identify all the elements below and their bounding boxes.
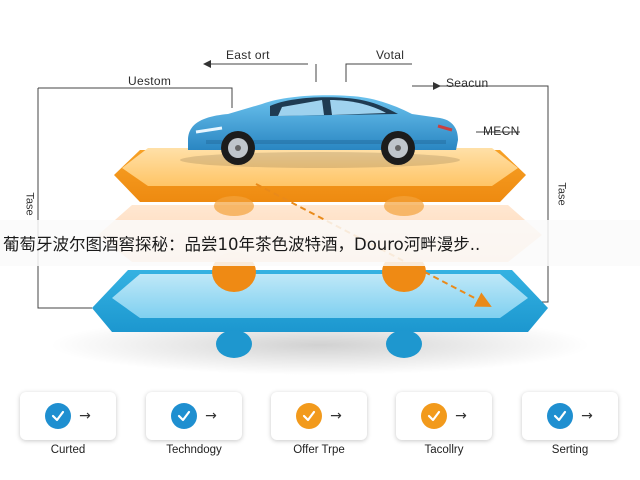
check-icon (45, 403, 72, 429)
callout-east-ort: East ort (226, 48, 270, 62)
side-label-left: Tase (23, 192, 36, 216)
check-icon (296, 403, 323, 429)
callout-uestom: Uestom (128, 74, 172, 88)
arrow-right-icon: → (581, 408, 593, 424)
callout-votal: Votal (376, 48, 405, 62)
side-label-right: Tase (555, 182, 568, 206)
step-label-1: Curted (50, 444, 86, 456)
step-label-2: Techndogy (166, 444, 222, 456)
callout-seacun: Seacun (446, 76, 489, 90)
step-card-4[interactable]: → (396, 392, 492, 440)
step-card-3[interactable]: → (271, 392, 367, 440)
step-card-2[interactable]: → (146, 392, 242, 440)
arrow-right-icon: → (79, 408, 91, 424)
arrow-right-icon: → (205, 408, 217, 424)
step-label-4: Tacollry (424, 444, 464, 456)
check-icon (547, 403, 574, 429)
arrow-right-icon: → (330, 408, 342, 424)
step-label-3: Offer Trpe (293, 444, 345, 456)
step-cards: → Curted → Techndogy → Offer Trpe → Taco… (0, 392, 640, 464)
arrow-right-icon: → (455, 408, 467, 424)
callout-mecn: MECN (483, 124, 520, 138)
orange-platform (114, 148, 526, 216)
step-card-5[interactable]: → (522, 392, 618, 440)
callout-lines (37, 60, 549, 309)
step-label-5: Serting (551, 444, 589, 456)
caption-text: 葡萄牙波尔图酒窖探秘：品尝10年茶色波特酒，Douro河畔漫步.. (3, 235, 481, 254)
check-icon (421, 403, 448, 429)
step-card-1[interactable]: → (20, 392, 116, 440)
car-illustration (180, 95, 460, 168)
blue-platform (92, 270, 548, 358)
check-icon (171, 403, 198, 429)
caption-banner: 葡萄牙波尔图酒窖探秘：品尝10年茶色波特酒，Douro河畔漫步.. (0, 220, 640, 266)
